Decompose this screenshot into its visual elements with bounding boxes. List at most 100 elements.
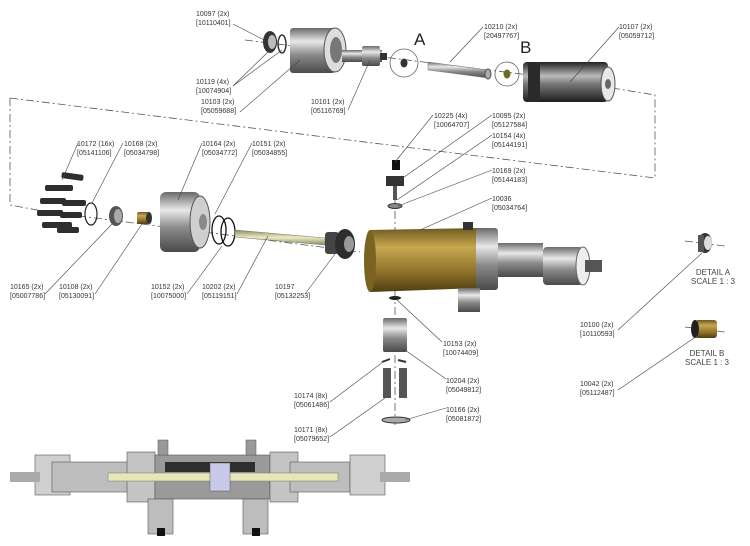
o-rings-10151-10152 [211, 215, 236, 247]
part-label-text: 10097 (2x) [196, 11, 230, 18]
part-label-text: [10110401] [196, 20, 231, 27]
end-nut-10103 [290, 27, 347, 73]
part-label-text: 10101 (2x) [311, 99, 345, 106]
part-label: 10202 (2x) [05119151] [202, 283, 237, 301]
part-label-text: 10153 (2x) [443, 341, 477, 348]
part-label-text: [05061486] [294, 402, 330, 409]
lower-block-10204 [381, 318, 411, 424]
part-label: 10169 (2x) [05144183] [492, 167, 527, 185]
part-label-text: [05059688] [201, 108, 237, 115]
part-label-text: [05034764] [492, 205, 528, 212]
part-label-text: [05144191] [492, 142, 528, 149]
part-label-text: [05059712] [619, 33, 655, 40]
part-label-text: [05112487] [580, 390, 615, 397]
detail-scale: SCALE 1 : 3 [690, 277, 736, 286]
part-label: 10097 (2x) [10110401] [196, 10, 231, 28]
flange-10164 [160, 192, 211, 252]
part-label: 10153 (2x) [10074409] [443, 340, 478, 358]
part-label: 10101 (2x) [05116769] [311, 98, 346, 116]
valve-stack [386, 160, 404, 300]
cross-section-view [10, 439, 410, 536]
part-label-text: 10174 (8x) [294, 393, 328, 400]
detail-scale: SCALE 1 : 3 [684, 358, 730, 367]
piston-rod-10202 [234, 229, 326, 246]
assembly-axis-lines [9, 39, 726, 425]
part-label: 10210 (2x) [20497767] [484, 23, 519, 41]
spring-10171 [383, 368, 391, 398]
part-label: 10166 (2x)[05081872] [446, 406, 481, 424]
detail-a-marker: A [414, 30, 426, 49]
part-label: 10103 (2x) [05059688] [201, 98, 236, 116]
part-label-text: [05144183] [492, 177, 528, 184]
part-label-text: 10168 (2x) [124, 141, 158, 148]
part-label-text: 10095 (2x) [492, 113, 526, 120]
part-label: 10197[05132253] [275, 283, 310, 301]
seal-10165 [109, 206, 123, 226]
washer-10169 [387, 203, 403, 209]
part-label: 10225 (4x)[10064707] [434, 112, 469, 130]
part-label-text: 10169 (2x) [492, 168, 526, 175]
detail-b-marker: B [520, 38, 532, 57]
bearing-10097 [263, 31, 277, 53]
part-label: 10168 (2x)[05034798] [124, 140, 159, 158]
part-label: 10107 (2x)[05059712] [619, 23, 654, 41]
part-label: 10119 (4x) [10074904] [196, 78, 231, 96]
part-label: 10151 (2x) [05034855] [252, 140, 287, 158]
part-label-text: 10164 (2x) [202, 141, 236, 148]
part-label-text: [05034772] [202, 150, 238, 157]
part-label-text: 10172 (16x) [77, 141, 115, 148]
valve-10095 [386, 176, 404, 186]
detail-b-callout-circle [494, 61, 520, 87]
shaft-10210 [427, 61, 492, 80]
part-label-text: 10151 (2x) [252, 141, 286, 148]
part-label-text: [05079652] [294, 436, 330, 443]
fitting-10225 [392, 160, 400, 170]
o-rings-10119 [277, 34, 287, 54]
detail-b-view [691, 320, 717, 338]
part-label-text: 10154 (4x) [492, 133, 526, 140]
part-label-text: 10100 (2x) [580, 322, 614, 329]
part-label-text: 10204 (2x) [446, 378, 480, 385]
piston-10197 [325, 229, 355, 259]
gland-10101 [342, 46, 387, 66]
part-label: 10108 (2x)[05130091] [59, 283, 94, 301]
seal-10100-small [400, 58, 408, 68]
part-label-text: 10108 (2x) [59, 284, 93, 291]
main-cylinder-10036 [364, 222, 602, 312]
plate-10166 [381, 416, 411, 424]
part-label-text: 10103 (2x) [201, 99, 235, 106]
part-label-text: 10152 (2x) [151, 284, 185, 291]
part-label: 10154 (4x) [05144191] [492, 132, 527, 150]
part-label-text: [10074409] [443, 350, 479, 357]
part-label-text: 10171 (8x) [294, 427, 328, 434]
part-label-text: [05034855] [252, 150, 288, 157]
part-label-text: 10225 (4x) [434, 113, 468, 120]
part-label-text: 10166 (2x) [446, 407, 480, 414]
part-label-text: [05141106] [77, 150, 112, 157]
part-label: 10164 (2x) [05034772] [202, 140, 237, 158]
bolts-10172 [37, 172, 86, 233]
part-label: 10172 (16x) [05141106] [77, 140, 114, 158]
pins-10174 [381, 358, 407, 363]
part-label-text: 10119 (4x) [196, 79, 229, 86]
part-label-text: 10210 (2x) [484, 24, 518, 31]
retaining-ring-10168 [84, 202, 98, 226]
leader-lines [44, 23, 703, 438]
part-label-text: [10075000] [151, 293, 187, 300]
detail-title: DETAIL B [689, 349, 725, 358]
part-label: 10165 (2x)[05007786] [10, 283, 45, 301]
part-label-text: [20497767] [484, 33, 520, 40]
part-label-text: 10036 [492, 196, 512, 203]
seal-10042-small [503, 69, 511, 79]
part-label-text: [05119151] [202, 293, 237, 300]
detail-a-view [698, 233, 712, 253]
part-label-text: [10074904] [196, 88, 232, 95]
section-piston [209, 462, 231, 492]
part-label-text: 10202 (2x) [202, 284, 236, 291]
part-label-text: [05116769] [311, 108, 346, 115]
part-label-text: [05132253] [275, 293, 311, 300]
